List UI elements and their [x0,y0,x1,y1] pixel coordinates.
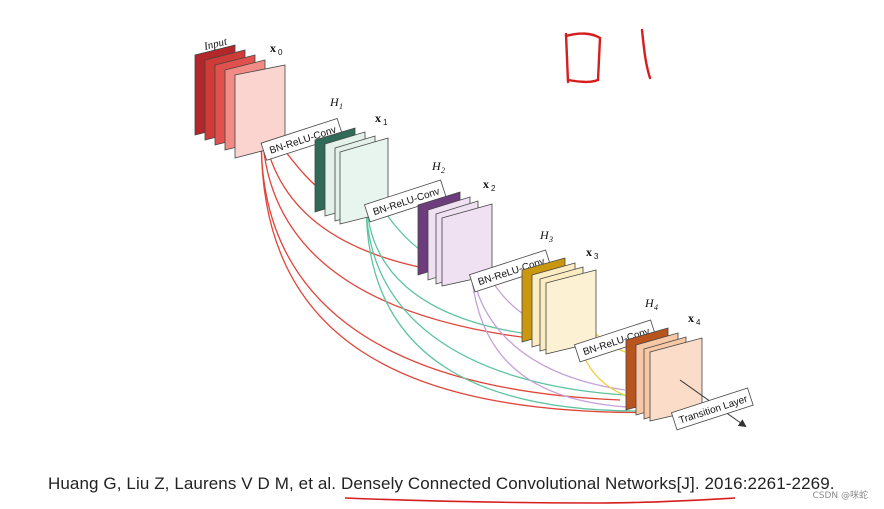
x4-subscript: 4 [696,318,701,327]
x1-subscript: 1 [383,118,388,127]
x4-label: x [688,311,694,325]
x0-label: x [270,41,276,55]
citation: Huang G, Liu Z, Laurens V D M, et al. De… [48,474,835,494]
connection-x0-to-transition [260,117,681,414]
x2-label: x [483,177,489,191]
connection-x1-to-h4 [365,181,626,396]
connection-x0-to-h3 [261,117,546,341]
x3-subscript: 3 [594,252,599,261]
x1-label: x [375,111,381,125]
feature-stack-x1 [314,127,389,225]
handwritten-annotation [564,28,652,84]
h2-subscript: 2 [441,166,445,175]
h2-label: H [431,159,442,173]
x0-subscript: 0 [278,48,283,57]
h1-label: H [329,95,340,109]
feature-stack-x3 [521,257,597,355]
x2-subscript: 2 [491,184,496,193]
feature-stack-x4 [625,327,703,422]
h1-subscript: 1 [339,102,343,111]
watermark: CSDN @咪蛇 [812,491,868,501]
input-label: Input [202,35,229,53]
h3-subscript: 3 [548,235,553,244]
h4-subscript: 4 [654,303,658,312]
h3-label: H [539,228,550,242]
feature-stack-x0 [194,44,286,159]
feature-stack-x2 [417,191,493,287]
x3-label: x [586,245,592,259]
citation-underline [344,497,736,504]
connection-x1-to-transition [365,181,681,412]
citation-authors: Huang G, Liu Z, Laurens V D M, et al. [48,474,341,493]
citation-title: Densely Connected Convolutional Networks… [340,474,835,493]
h4-label: H [644,296,655,310]
connection-x0-to-h4 [260,117,621,401]
